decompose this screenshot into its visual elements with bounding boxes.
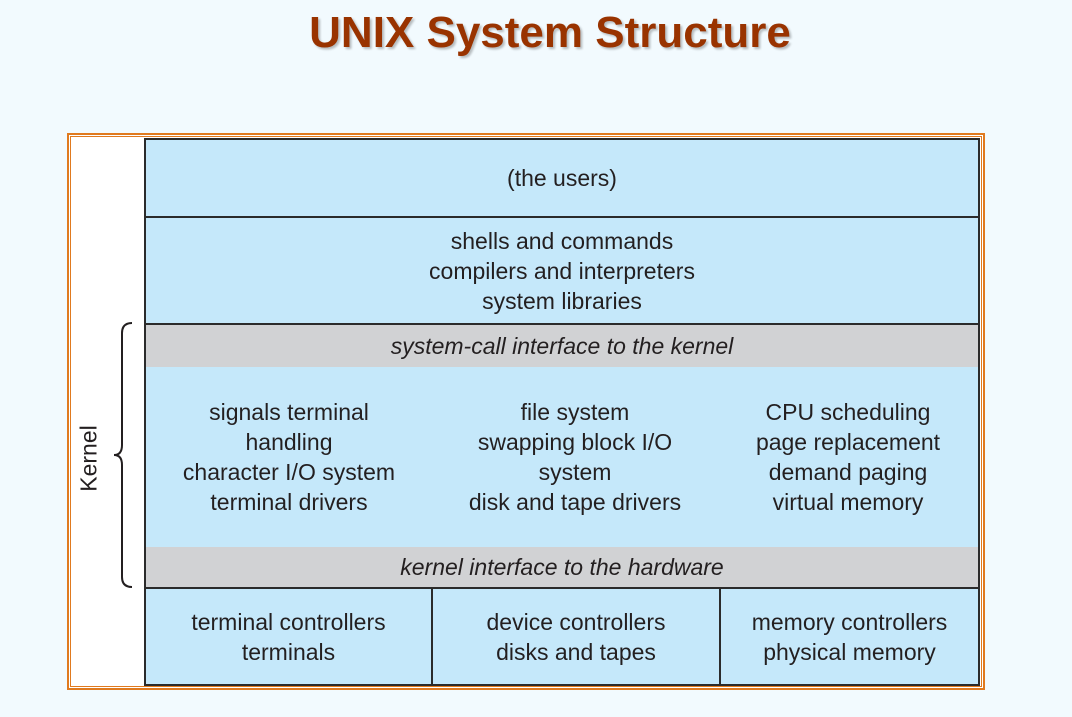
layer-users: (the users): [146, 140, 978, 218]
layer-shells-line: shells and commands: [450, 227, 674, 254]
unix-structure-diagram: (the users) shells and commands compiler…: [144, 138, 980, 686]
kernel-item: swapping block I/O: [477, 429, 673, 455]
layer-shells: shells and commands compilers and interp…: [146, 218, 978, 325]
layer-users-text: (the users): [507, 165, 617, 191]
layer-syscall-text: system-call interface to the kernel: [390, 333, 734, 359]
kernel-item: virtual memory: [772, 489, 924, 515]
hardware-item: terminal controllers: [191, 608, 386, 635]
kernel-item: character I/O system: [182, 459, 396, 485]
kernel-item: file system: [520, 399, 630, 425]
kernel-item: signals terminal: [209, 399, 369, 425]
hardware-column-memory: memory controllers physical memory: [721, 589, 978, 684]
kernel-brace-icon: [113, 322, 133, 588]
hardware-item: memory controllers: [751, 608, 948, 635]
hardware-item: physical memory: [763, 638, 936, 665]
layer-hardware-interface: kernel interface to the hardware: [146, 547, 978, 589]
hardware-column-devices: device controllers disks and tapes: [433, 589, 721, 684]
layer-hardware: terminal controllers terminals device co…: [146, 589, 978, 684]
hardware-item: terminals: [241, 638, 336, 665]
kernel-item: disk and tape drivers: [468, 489, 682, 515]
layer-shells-line: system libraries: [482, 287, 642, 314]
kernel-column-memory: CPU scheduling page replacement demand p…: [718, 367, 978, 547]
layer-kernel: signals terminal handling character I/O …: [146, 367, 978, 547]
kernel-label: Kernel: [73, 418, 105, 498]
kernel-item: handling: [245, 429, 333, 455]
layer-shells-line: compilers and interpreters: [429, 257, 695, 284]
kernel-item: demand paging: [768, 459, 928, 485]
layer-syscall-interface: system-call interface to the kernel: [146, 325, 978, 367]
kernel-column-filesystem: file system swapping block I/O system di…: [432, 367, 718, 547]
hardware-item: disks and tapes: [496, 638, 656, 665]
slide-title: UNIX System Structure: [309, 8, 791, 57]
kernel-label-text: Kernel: [75, 424, 102, 492]
hardware-column-terminals: terminal controllers terminals: [146, 589, 433, 684]
kernel-item: CPU scheduling: [765, 399, 931, 425]
hardware-item: device controllers: [486, 608, 666, 635]
kernel-item: page replacement: [755, 429, 941, 455]
kernel-item: terminal drivers: [210, 489, 368, 515]
kernel-column-terminal: signals terminal handling character I/O …: [146, 367, 432, 547]
layer-hardware-interface-text: kernel interface to the hardware: [400, 554, 724, 580]
kernel-item: system: [538, 459, 612, 485]
